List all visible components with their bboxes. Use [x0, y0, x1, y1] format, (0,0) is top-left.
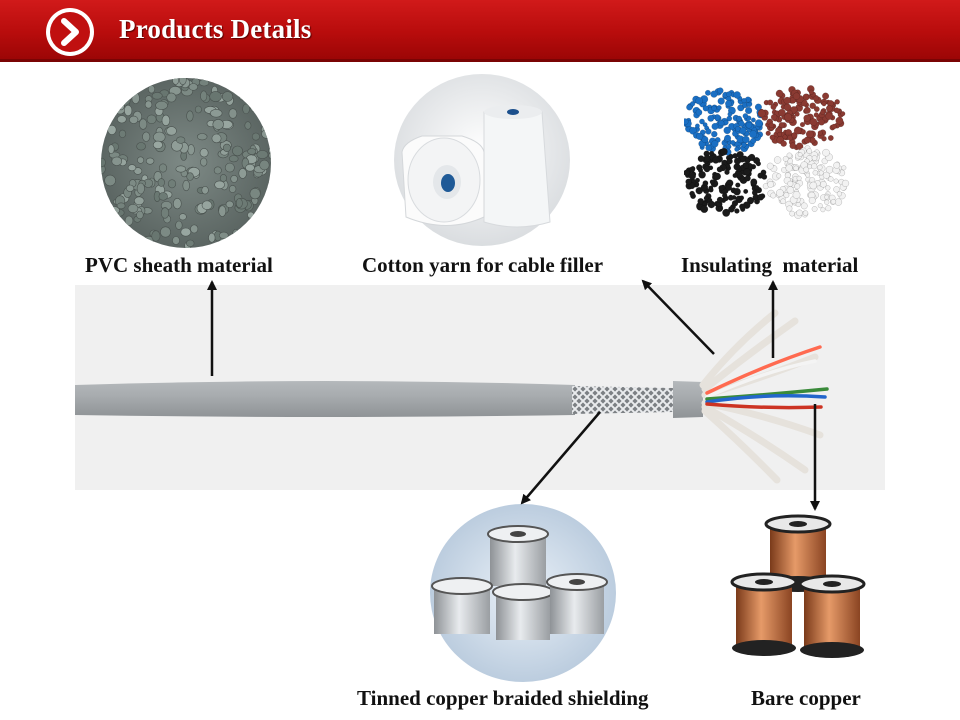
label-bare-copper: Bare copper [751, 686, 861, 710]
label-insulating-material: Insulating material [681, 253, 859, 277]
arrow-cotton [641, 279, 715, 355]
tinned-copper-spools-image [430, 504, 616, 682]
label-tinned-copper: Tinned copper braided shielding [357, 686, 649, 710]
chevron-right-circle-icon [46, 8, 94, 56]
page-title: Products Details [119, 14, 312, 44]
insulating-pellets-image [684, 85, 850, 219]
label-cotton-yarn: Cotton yarn for cable filler [362, 253, 604, 277]
label-pvc-sheath: PVC sheath material [85, 253, 273, 277]
cotton-yarn-image [394, 74, 570, 246]
cable-photo-panel [75, 285, 885, 490]
arrow-tinned [520, 411, 601, 505]
pvc-pellets-image [101, 78, 271, 248]
bare-copper-spools-image [730, 514, 866, 658]
header-bar: Products Details [0, 0, 960, 62]
cable-illustration [75, 309, 829, 484]
